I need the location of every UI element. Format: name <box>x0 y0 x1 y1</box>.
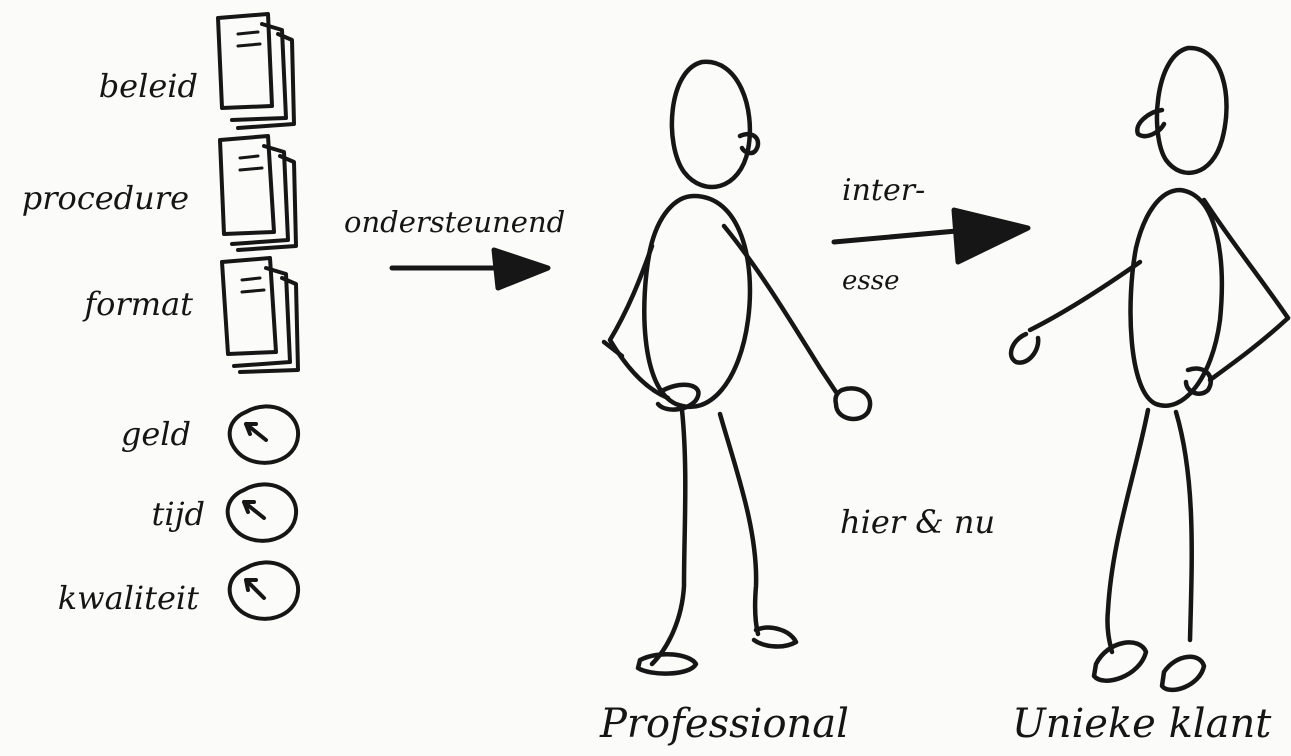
stick-figure-icon <box>1011 48 1288 690</box>
context-label: hier & nu <box>840 506 995 538</box>
arrow-right-icon <box>392 250 548 288</box>
arrow-label-interest-bottom: esse <box>842 268 899 294</box>
resource-label-geld: geld <box>121 418 191 450</box>
resource-label-kwaliteit: kwaliteit <box>58 582 199 614</box>
clock-icon <box>230 562 298 618</box>
actor-label-professional: Professional <box>600 704 849 744</box>
resource-label-beleid: beleid <box>99 70 198 102</box>
clock-icon <box>228 484 296 540</box>
arrow-right-icon <box>834 210 1028 262</box>
clock-icon <box>230 406 298 462</box>
resource-label-tijd: tijd <box>152 498 206 530</box>
resource-label-format: format <box>84 288 193 320</box>
actor-label-client: Unieke klant <box>1012 704 1271 744</box>
arrow-label-ondersteunend: ondersteunend <box>344 208 565 237</box>
document-stack-icon <box>220 136 296 250</box>
stick-figure-icon <box>604 62 870 674</box>
resource-label-procedure: procedure <box>22 182 189 214</box>
arrow-label-interest-top: inter- <box>842 176 925 206</box>
document-stack-icon <box>222 258 298 372</box>
document-stack-icon <box>218 14 294 128</box>
